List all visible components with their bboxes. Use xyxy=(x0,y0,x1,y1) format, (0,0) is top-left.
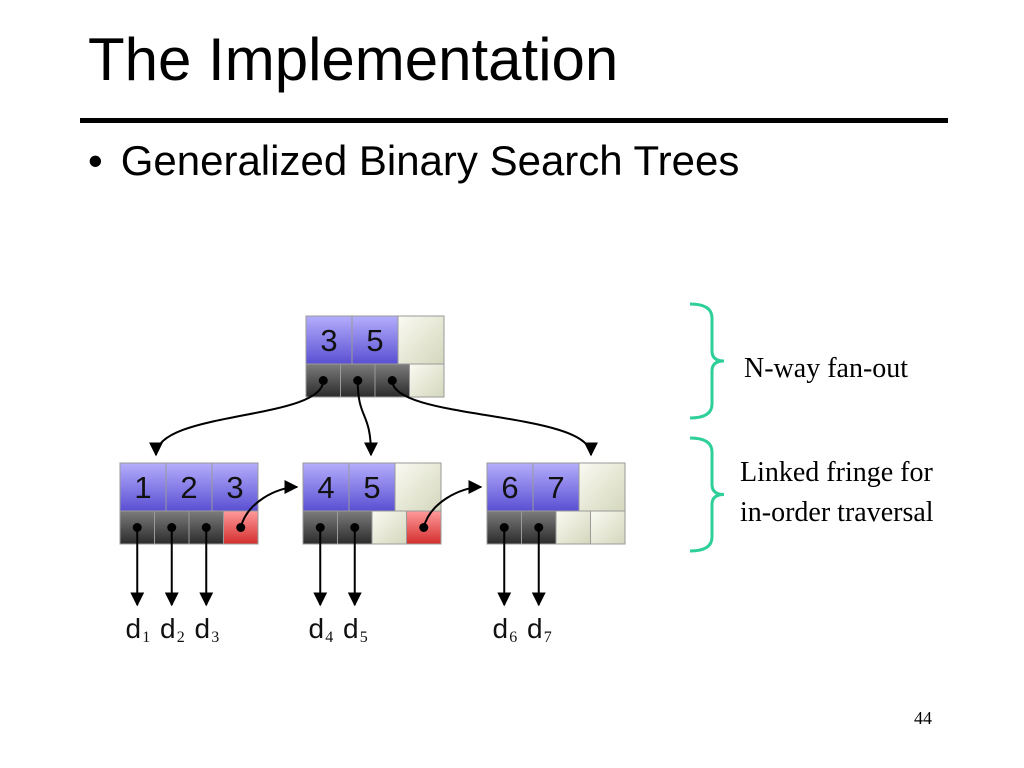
fanout-label: N-way fan-out xyxy=(744,353,909,384)
root-empty-pointer-cell xyxy=(409,363,445,398)
bullet-text: Generalized Binary Search Trees xyxy=(120,137,740,184)
child-pointer-arrow xyxy=(149,380,325,457)
leaf-node-key-cell xyxy=(119,462,167,512)
data-label: d xyxy=(492,613,508,644)
leaf-next-link-arrow xyxy=(422,480,483,528)
data-label: d xyxy=(527,613,543,644)
data-label: d xyxy=(125,613,141,644)
root-key-label: 3 xyxy=(320,323,337,358)
leaf-node-empty-key-cell xyxy=(394,462,442,512)
leaf-node-key-label: 1 xyxy=(134,470,151,505)
data-label: d xyxy=(194,613,210,644)
root-empty-key-cell xyxy=(397,315,445,365)
leaf-node-empty-pointer-cell xyxy=(555,510,591,545)
data-label: d xyxy=(308,613,324,644)
data-subscript: 1 xyxy=(142,629,150,646)
data-label: d xyxy=(160,613,176,644)
leaf-node-key-label: 5 xyxy=(363,470,380,505)
bullet-dot: • xyxy=(88,137,103,184)
data-subscript: 2 xyxy=(177,629,185,646)
leaf-node-key-label: 2 xyxy=(180,470,197,505)
leaf-node-key-cell xyxy=(302,462,350,512)
fringe-label-line1: Linked fringe for xyxy=(740,457,933,488)
leaf-node-empty-key-cell xyxy=(578,462,626,512)
leaf-node-empty-pointer-cell xyxy=(590,510,626,545)
child-pointer-arrow xyxy=(356,380,378,457)
data-subscript: 3 xyxy=(211,629,219,646)
data-subscript: 4 xyxy=(325,629,333,646)
leaf-node-key-cell xyxy=(211,462,259,512)
root-key-label: 5 xyxy=(366,323,383,358)
data-subscript: 5 xyxy=(360,629,368,646)
bullet-item: • Generalized Binary Search Trees xyxy=(88,140,739,182)
title-divider xyxy=(80,118,948,123)
fringe-brace xyxy=(689,436,725,553)
page-number: 44 xyxy=(914,708,932,728)
leaf-node-key-label: 4 xyxy=(317,470,334,505)
data-subscript: 7 xyxy=(544,629,552,646)
data-label: d xyxy=(343,613,359,644)
fanout-brace xyxy=(689,302,725,420)
leaf-node-key-label: 3 xyxy=(226,470,243,505)
leaf-node-key-label: 7 xyxy=(547,470,564,505)
fringe-label-line2: in-order traversal xyxy=(740,497,934,528)
leaf-next-link-arrow xyxy=(239,480,299,528)
child-pointer-arrow xyxy=(391,380,598,457)
root-key-cell xyxy=(305,315,353,365)
leaf-node-key-label: 6 xyxy=(501,470,518,505)
leaf-node-empty-pointer-cell xyxy=(371,510,407,545)
data-subscript: 6 xyxy=(509,629,517,646)
slide-title: The Implementation xyxy=(88,26,619,93)
